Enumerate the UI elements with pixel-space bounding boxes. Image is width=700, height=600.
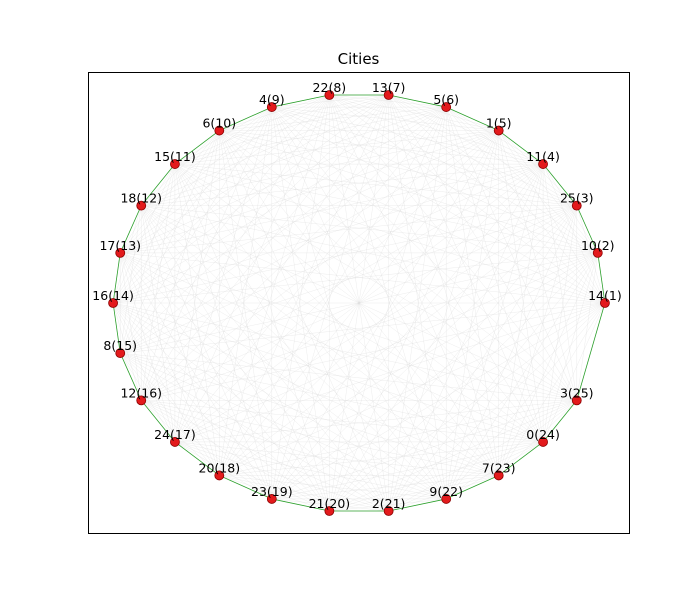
city-point: [170, 437, 180, 447]
city-label: 25(3): [560, 191, 594, 206]
tour-edge: [119, 352, 142, 401]
tour-edge: [140, 163, 176, 206]
city-label: 0(24): [526, 427, 560, 442]
tour-edge: [498, 441, 544, 476]
city-point: [324, 506, 335, 516]
city-point: [493, 470, 504, 481]
city-point: [441, 102, 452, 112]
city-point: [538, 159, 548, 169]
tour-edge: [542, 163, 578, 206]
tour-edge: [446, 106, 499, 131]
city-label: 3(25): [560, 385, 594, 400]
tour-edge: [446, 475, 499, 500]
tour-edge: [219, 475, 272, 500]
city-point: [538, 437, 548, 447]
city-label: 15(11): [154, 149, 196, 164]
city-label: 17(13): [99, 238, 141, 253]
city-label: 23(19): [251, 484, 293, 499]
city-label: 2(21): [372, 496, 406, 511]
tour-edge: [174, 130, 220, 165]
city-point: [383, 506, 394, 516]
city-point: [170, 159, 180, 169]
tour-edge: [119, 205, 142, 254]
tour-edge: [112, 302, 121, 354]
city-point: [214, 470, 225, 481]
tour-edge: [271, 498, 330, 512]
city-point: [136, 395, 147, 406]
tour-edge: [576, 205, 599, 254]
city-point: [266, 102, 277, 112]
city-label: 18(12): [120, 191, 162, 206]
city-label: 13(7): [372, 80, 406, 95]
city-label: 9(22): [429, 484, 463, 499]
city-label: 1(5): [486, 116, 512, 131]
tour-edge: [388, 94, 447, 108]
city-label: 24(17): [154, 427, 196, 442]
city-label: 8(15): [103, 338, 137, 353]
city-point: [115, 247, 126, 258]
tour-edge: [542, 400, 578, 443]
city-label: 5(6): [433, 92, 459, 107]
city-label: 12(16): [120, 385, 162, 400]
city-point: [600, 298, 610, 308]
tour-edge: [576, 302, 606, 401]
city-label: 22(8): [313, 80, 347, 95]
city-point: [571, 200, 582, 211]
city-label: 11(4): [526, 149, 560, 164]
city-point: [324, 90, 335, 100]
tour-edge: [271, 94, 330, 108]
tour-edge: [112, 252, 121, 304]
city-point: [214, 125, 225, 136]
city-point: [136, 200, 147, 211]
tour-edge: [174, 441, 220, 476]
city-point: [383, 90, 394, 100]
tour-edge: [219, 106, 272, 131]
city-point: [115, 348, 126, 359]
city-nodes: [108, 90, 610, 516]
city-label: 20(18): [199, 460, 241, 475]
tour-edge: [140, 400, 176, 443]
tour-path: [112, 94, 606, 512]
city-point: [571, 395, 582, 406]
city-labels: 14(1) 10(2) 25(3) 11(4) 1(5) 5(6) 13(7) 22(8) 4(…: [92, 80, 621, 511]
city-label: 10(2): [581, 238, 615, 253]
city-label: 21(20): [309, 496, 351, 511]
city-label: 16(14): [92, 288, 134, 303]
city-label: 6(10): [202, 116, 236, 131]
tour-edge: [498, 130, 544, 165]
city-point: [441, 494, 452, 504]
tour-edge: [597, 252, 606, 304]
city-point: [493, 125, 504, 136]
tour-edge: [388, 498, 447, 512]
city-point: [108, 298, 118, 308]
city-point: [592, 247, 603, 258]
city-label: 4(9): [259, 92, 285, 107]
axes-frame: [88, 72, 630, 534]
chart-title: Cities: [338, 50, 380, 68]
city-label: 14(1): [588, 288, 622, 303]
city-label: 7(23): [482, 460, 516, 475]
city-point: [266, 494, 277, 504]
